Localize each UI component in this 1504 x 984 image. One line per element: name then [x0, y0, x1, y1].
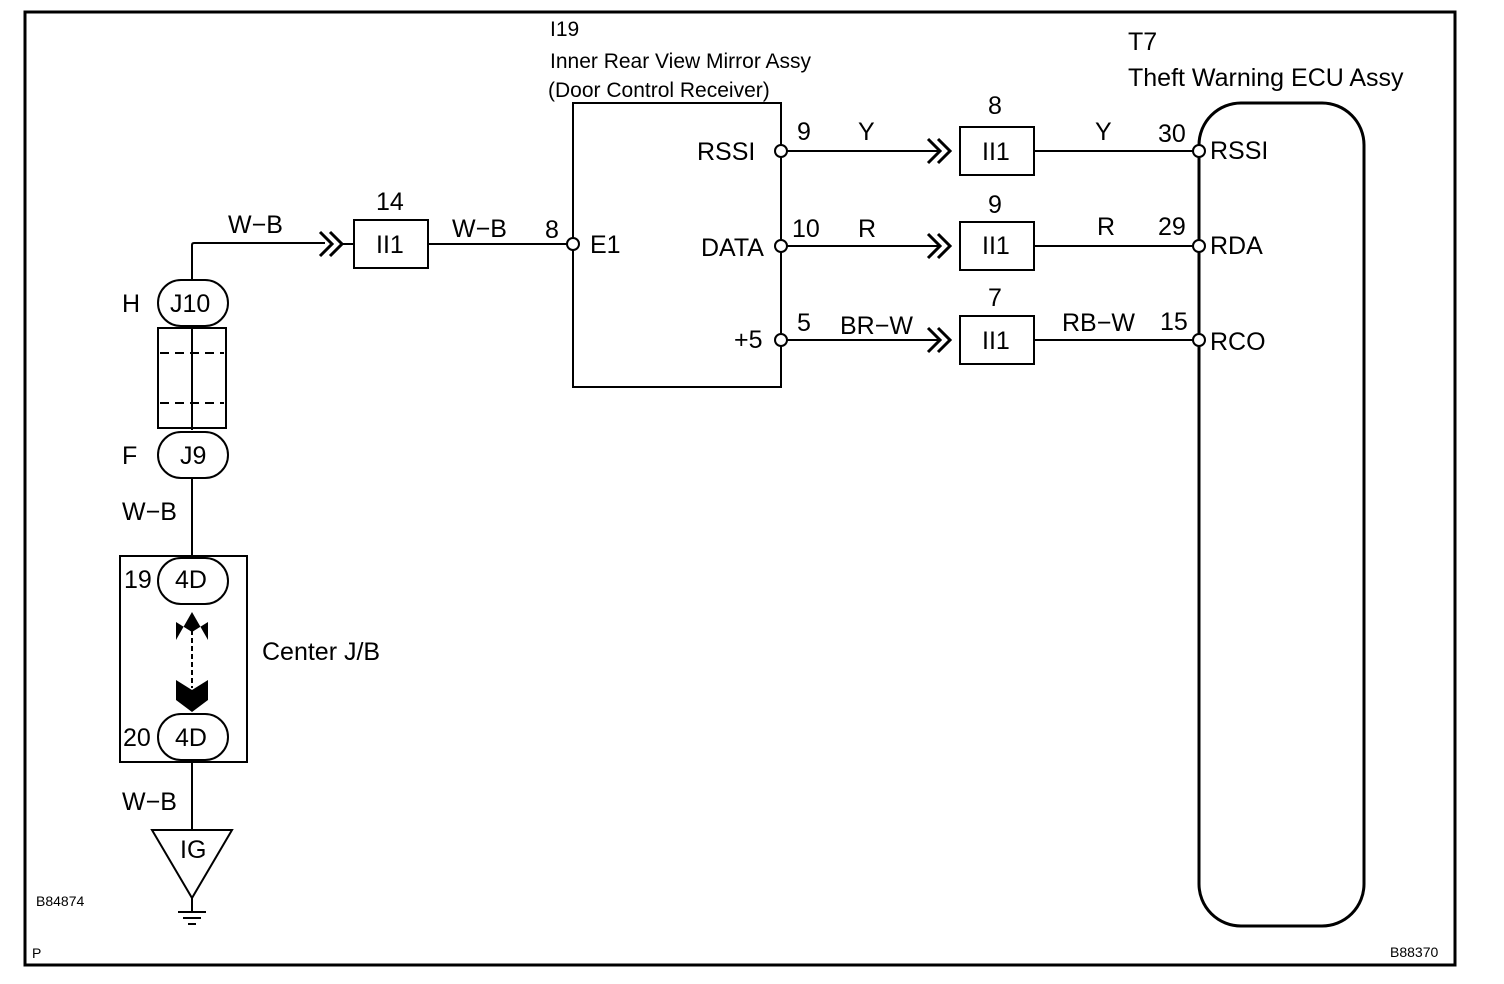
wire-label-rssi-in: Y: [858, 118, 875, 146]
wire-label-data-out: R: [1097, 213, 1115, 241]
junction-j10: [157, 279, 229, 327]
connector-9-num: 9: [988, 191, 1002, 219]
junction-j9-letter: F: [122, 442, 137, 470]
ground-label: IG: [180, 836, 206, 864]
center-jb-name: Center J/B: [262, 638, 380, 666]
chevron-icon: [926, 137, 953, 165]
wire-label-e1-out: W−B: [452, 215, 507, 243]
wire-label-p5-in: BR−W: [840, 312, 913, 340]
mirror-pin-rssi-num: 9: [797, 118, 811, 146]
junction-j10-letter: H: [122, 290, 140, 318]
mirror-pin-p5-label: +5: [734, 326, 763, 354]
ecu-pin-rda: [1192, 239, 1206, 253]
ecu-pin-rco-num: 15: [1160, 308, 1188, 336]
connector-14-num: 14: [376, 188, 404, 216]
junction-j9: [157, 431, 229, 479]
mirror-pin-data-num: 10: [792, 215, 820, 243]
junction-j10-label: J10: [170, 290, 210, 318]
page-letter: P: [32, 945, 41, 961]
wire-label-jb-down: W−B: [122, 788, 177, 816]
center-jb-box: [119, 555, 248, 763]
jb-connector-top: [157, 557, 229, 605]
connector-7-num: 7: [988, 284, 1002, 312]
ref-left: B84874: [36, 893, 84, 909]
mirror-sub: (Door Control Receiver): [548, 79, 770, 102]
mirror-pin-e1-num: 8: [545, 216, 559, 244]
junction-j9-label: J9: [180, 442, 206, 470]
mirror-pin-p5-num: 5: [797, 309, 811, 337]
connector-14-label: II1: [376, 231, 404, 259]
mirror-code: I19: [550, 18, 579, 41]
ecu-pin-rssi-num: 30: [1158, 120, 1186, 148]
mirror-pin-e1: [566, 237, 580, 251]
ground-triangle: [150, 829, 234, 900]
connector-8-num: 8: [988, 92, 1002, 120]
mirror-pin-data: [774, 239, 788, 253]
connector-7-label: II1: [982, 327, 1010, 355]
ecu-name: Theft Warning ECU Assy: [1128, 64, 1404, 92]
jb-bottom-label: 4D: [175, 724, 207, 752]
chevron-icon: [926, 326, 953, 354]
mirror-pin-e1-label: E1: [590, 231, 621, 259]
jb-down-arrow: [176, 680, 208, 712]
jb-connector-bottom: [157, 713, 229, 761]
diagram-frame: [23, 10, 1457, 967]
ecu-pin-rco: [1192, 333, 1206, 347]
ecu-code: T7: [1128, 28, 1157, 56]
wire-label-rssi-out: Y: [1095, 118, 1112, 146]
ecu-pin-rda-num: 29: [1158, 213, 1186, 241]
jb-top-label: 4D: [175, 566, 207, 594]
mirror-pin-p5: [774, 333, 788, 347]
jb-top-pin-num: 19: [124, 566, 152, 594]
mirror-pin-rssi: [774, 144, 788, 158]
wire-label-e1-in: W−B: [228, 211, 283, 239]
jb-up-arrow: [176, 612, 208, 640]
connector-9: [959, 221, 1035, 271]
ecu-pin-rssi-label: RSSI: [1210, 137, 1268, 165]
mirror-pin-data-label: DATA: [701, 234, 764, 262]
ref-right: B88370: [1390, 944, 1438, 960]
ecu-pin-rssi: [1192, 144, 1206, 158]
connector-8-label: II1: [982, 138, 1010, 166]
chevron-icon: [926, 232, 953, 260]
ecu-pin-rda-label: RDA: [1210, 232, 1263, 260]
connector-9-label: II1: [982, 232, 1010, 260]
wire-label-data-in: R: [858, 215, 876, 243]
mirror-name: Inner Rear View Mirror Assy: [550, 50, 812, 73]
wire-label-j9-down: W−B: [122, 498, 177, 526]
jb-bottom-pin-num: 20: [123, 724, 151, 752]
w-b-main-wire: [191, 242, 325, 280]
wire-label-p5-out: RB−W: [1062, 309, 1135, 337]
ecu-pin-rco-label: RCO: [1210, 328, 1266, 356]
ecu-box: [1197, 101, 1366, 928]
mirror-pin-rssi-label: RSSI: [697, 138, 755, 166]
